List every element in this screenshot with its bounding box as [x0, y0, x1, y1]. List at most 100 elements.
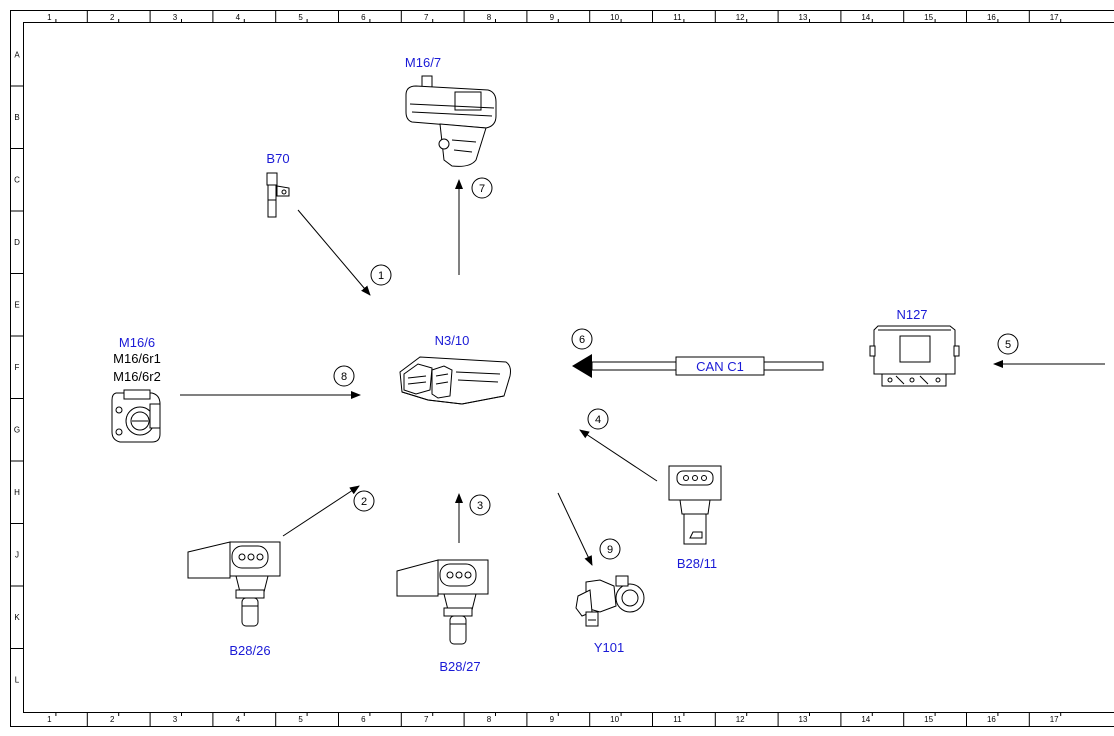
column-number: 5: [298, 13, 303, 22]
svg-text:6: 6: [579, 334, 585, 346]
component-b70: B70: [266, 151, 290, 218]
svg-text:3: 3: [477, 500, 483, 512]
column-number: 11: [673, 715, 682, 724]
can-bus-label: CAN C1: [696, 359, 744, 374]
b28-27-label: B28/27: [439, 659, 480, 674]
row-letter: L: [15, 675, 20, 684]
pressure-sensor-icon: [396, 559, 489, 645]
can-bus-line: CAN C1: [572, 354, 824, 378]
component-n3-10: N3/10: [399, 333, 511, 405]
svg-text:8: 8: [341, 371, 347, 383]
arrow-b28-26-to-n3-10: [282, 485, 360, 537]
column-number: 12: [736, 715, 745, 724]
column-number: 3: [173, 715, 178, 724]
row-letter: E: [14, 300, 19, 309]
component-y101: Y101: [575, 575, 645, 655]
svg-text:5: 5: [1005, 339, 1011, 351]
b28-11-label: B28/11: [677, 556, 717, 571]
column-number: 13: [799, 13, 808, 22]
callout-2: 2: [353, 490, 375, 512]
column-number: 2: [110, 715, 115, 724]
column-number: 8: [487, 715, 492, 724]
b28-26-label: B28/26: [229, 643, 270, 658]
callout-6: 6: [571, 328, 593, 350]
pressure-sensor-icon: [187, 541, 281, 627]
component-b28-27: B28/27: [396, 559, 489, 674]
arrow-b70-to-n3-10: [297, 209, 371, 296]
drivetrain-control-unit-icon: [869, 325, 960, 387]
column-number: 15: [924, 13, 933, 22]
column-number: 7: [424, 715, 429, 724]
column-number: 2: [110, 13, 115, 22]
m16-6r1-label: M16/6r1: [113, 351, 161, 366]
column-number: 8: [487, 13, 492, 22]
row-letter: G: [14, 425, 20, 434]
component-m16-6: M16/6 M16/6r1 M16/6r2: [111, 335, 161, 443]
column-number: 14: [861, 715, 870, 724]
svg-text:4: 4: [595, 414, 601, 426]
callout-4: 4: [587, 408, 609, 430]
column-number: 17: [1050, 715, 1059, 724]
column-number: 11: [673, 13, 682, 22]
column-number: 3: [173, 13, 178, 22]
throttle-actuator-icon: [405, 75, 497, 167]
column-number: 16: [987, 13, 996, 22]
column-number: 1: [47, 715, 52, 724]
row-letter: H: [14, 488, 20, 497]
crankshaft-sensor-icon: [266, 172, 290, 218]
column-number: 15: [924, 715, 933, 724]
column-number: 1: [47, 13, 52, 22]
row-letter: F: [15, 363, 20, 372]
row-letter: B: [14, 113, 19, 122]
connection-lines: [180, 179, 1105, 566]
column-number: 7: [424, 13, 429, 22]
pressure-sensor-icon: [668, 465, 722, 545]
column-number: 10: [610, 715, 619, 724]
callout-7: 7: [471, 177, 493, 199]
column-number: 12: [736, 13, 745, 22]
throttle-valve-icon: [111, 389, 161, 443]
column-number: 9: [550, 715, 555, 724]
column-number: 4: [236, 715, 241, 724]
row-letter: J: [15, 550, 19, 559]
svg-text:2: 2: [361, 496, 367, 508]
svg-text:7: 7: [479, 183, 485, 195]
column-number: 14: [861, 13, 870, 22]
m16-6r2-label: M16/6r2: [113, 369, 161, 384]
component-m16-7: M16/7: [405, 55, 497, 167]
column-number: 10: [610, 13, 619, 22]
can-bus-label-box: [675, 356, 765, 376]
m16-7-label: M16/7: [405, 55, 441, 70]
column-number: 4: [236, 13, 241, 22]
y101-label: Y101: [594, 640, 624, 655]
callout-3: 3: [469, 494, 491, 516]
arrow-b28-11-to-n3-10: [579, 429, 658, 482]
n127-label: N127: [896, 307, 927, 322]
n3-10-label: N3/10: [435, 333, 470, 348]
b70-label: B70: [266, 151, 289, 166]
component-b28-26: B28/26: [187, 541, 281, 658]
callout-8: 8: [333, 365, 355, 387]
column-number: 13: [799, 715, 808, 724]
component-n127: N127: [869, 307, 960, 387]
control-unit-icon: [399, 356, 511, 405]
column-number: 6: [361, 13, 366, 22]
column-number: 9: [550, 13, 555, 22]
column-number: 6: [361, 715, 366, 724]
ruler-ticks: [11, 11, 1062, 726]
row-letter: C: [14, 175, 20, 184]
column-number: 16: [987, 715, 996, 724]
row-letter: A: [14, 50, 20, 59]
callout-1: 1: [370, 264, 392, 286]
recirculation-valve-icon: [575, 575, 645, 627]
callout-5: 5: [997, 333, 1019, 355]
column-number: 5: [298, 715, 303, 724]
callout-9: 9: [599, 538, 621, 560]
m16-6-label: M16/6: [119, 335, 155, 350]
column-number: 17: [1050, 13, 1059, 22]
